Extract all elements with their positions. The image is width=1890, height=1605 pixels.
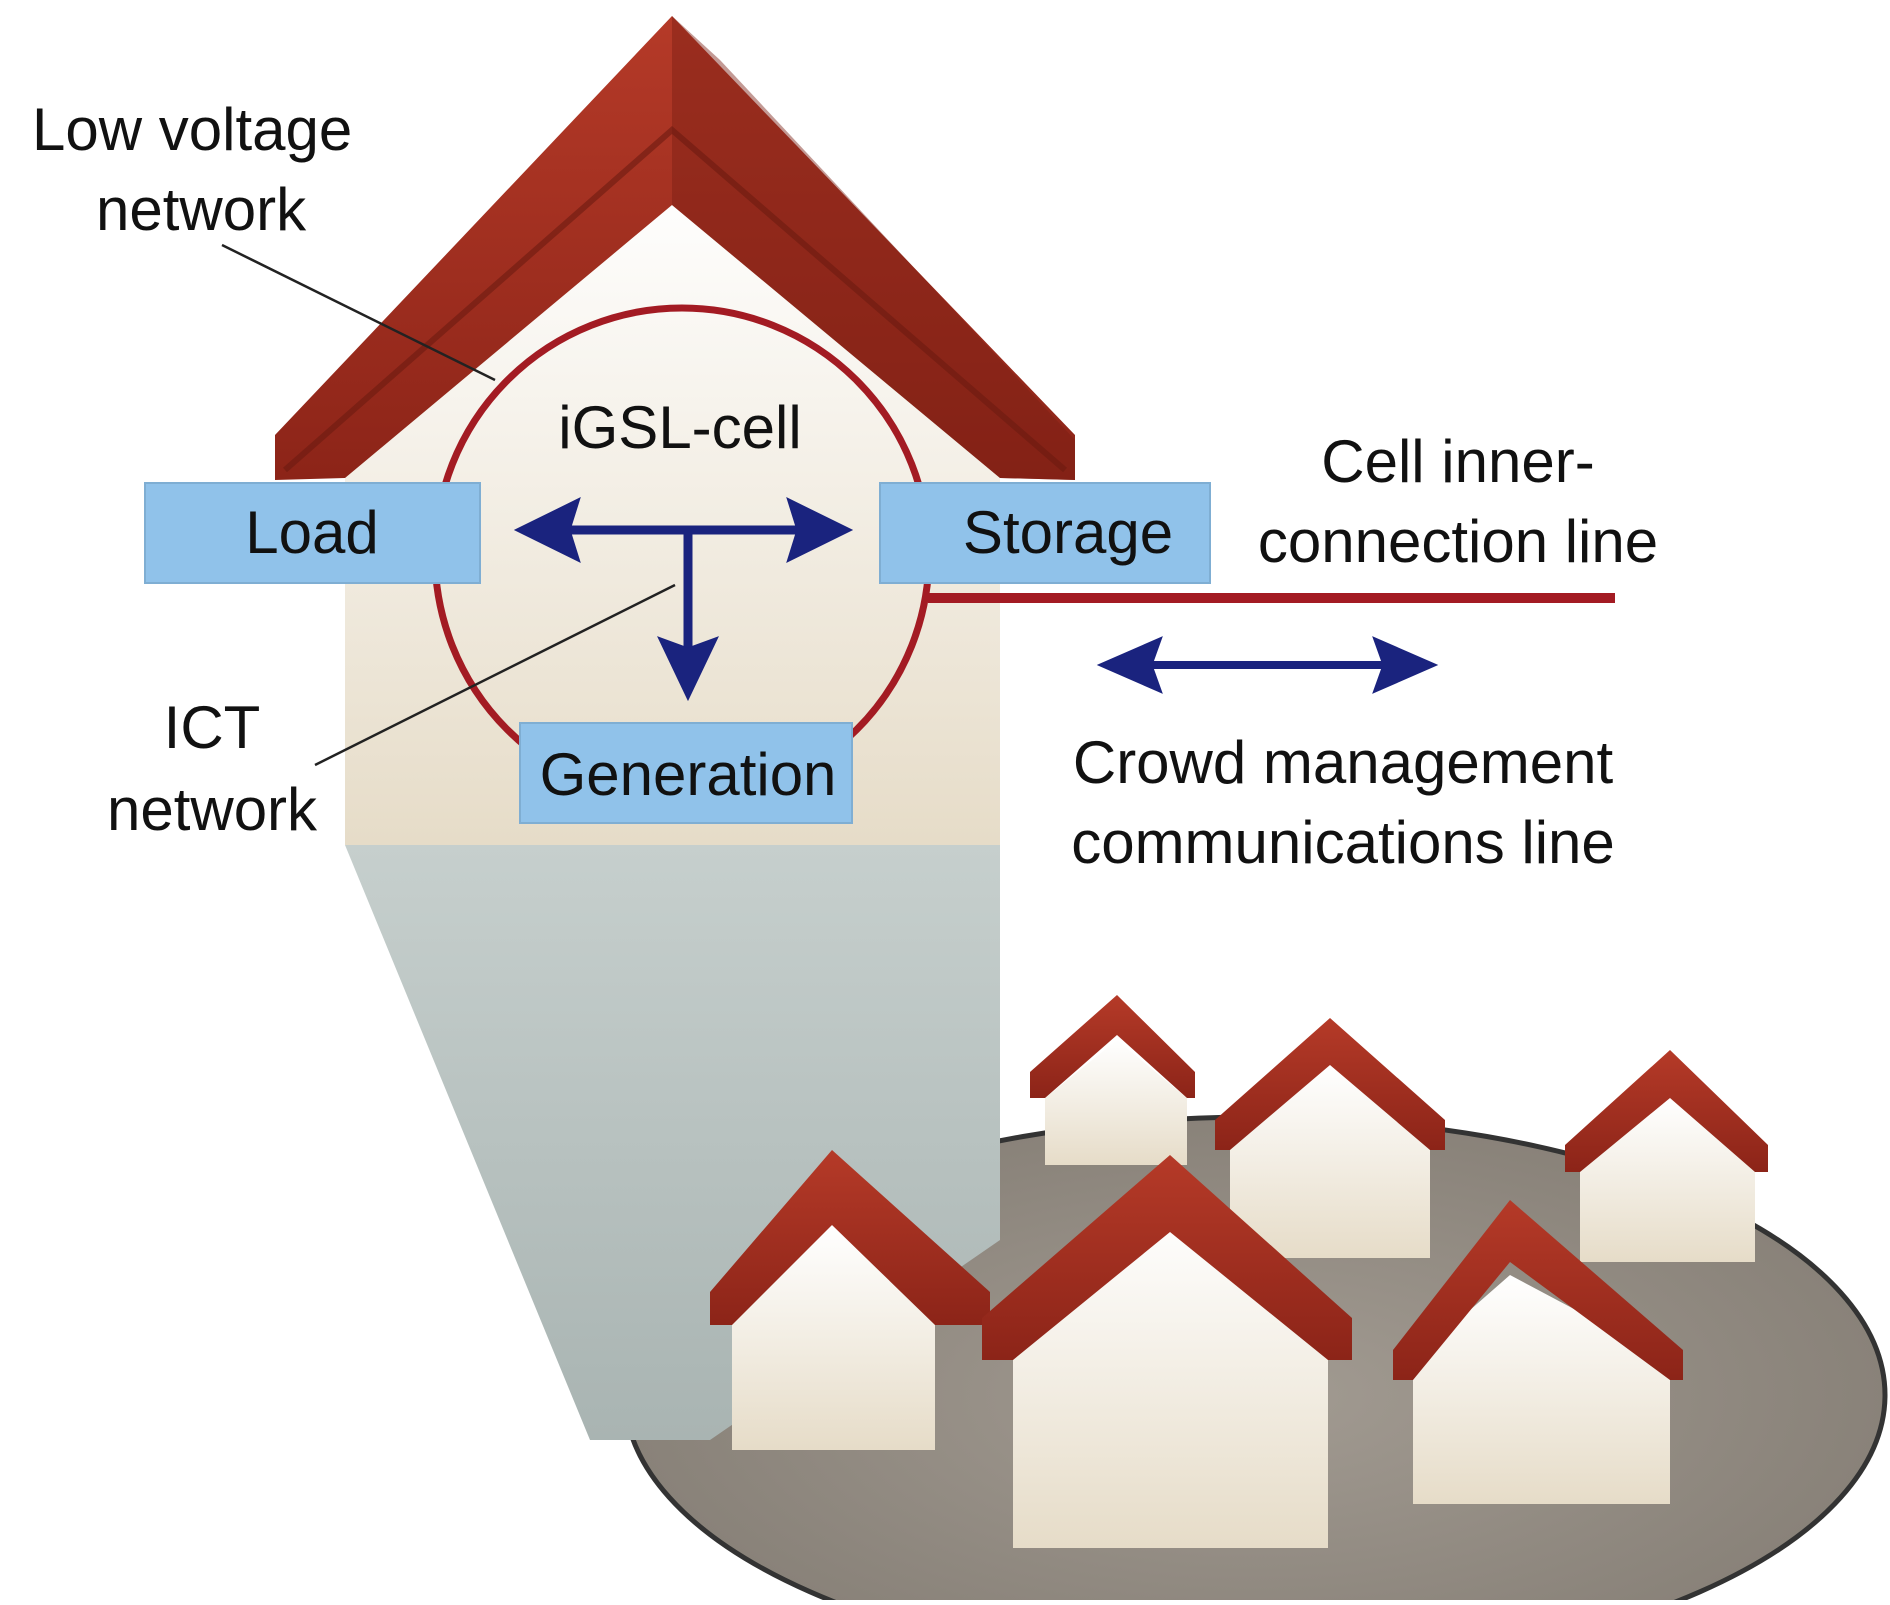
ict-label-line1: ICT	[164, 694, 261, 761]
crowd-label-line1: Crowd management	[1073, 729, 1614, 796]
small-house	[1215, 1018, 1445, 1258]
ict-arrows	[513, 497, 854, 702]
storage-label: Storage	[963, 499, 1173, 566]
ict-leader-line	[314, 583, 676, 767]
arrow-right-head-icon	[786, 497, 854, 563]
ict-label-line2: network	[107, 776, 318, 843]
small-house	[982, 1155, 1352, 1548]
crowd-arrow-right-head-icon	[1372, 636, 1439, 694]
cell-inner-label-line2: connection line	[1258, 508, 1658, 575]
storage-box	[879, 482, 1211, 584]
igsl-cell-label: iGSL-cell	[558, 394, 801, 461]
small-house	[1565, 1050, 1768, 1262]
main-house-roof	[275, 16, 1075, 480]
cell-inner-label-line1: Cell inner-	[1321, 428, 1594, 495]
crowd-arrow-left-head-icon	[1096, 636, 1163, 694]
low-voltage-label-line1: Low voltage	[32, 96, 352, 163]
small-house	[1393, 1200, 1683, 1504]
small-house	[1030, 995, 1195, 1165]
main-house-wall	[345, 175, 1000, 845]
arrow-down-head-icon	[657, 636, 719, 702]
load-box	[144, 482, 481, 584]
arrow-left-head-icon	[513, 497, 581, 563]
crowd-label-line2: communications line	[1071, 809, 1615, 876]
crowd-communication-arrow	[1096, 636, 1439, 694]
small-house	[710, 1150, 990, 1450]
main-house-roof-shade	[672, 16, 1075, 480]
low-voltage-label-line2: network	[96, 176, 307, 243]
main-house	[275, 16, 1075, 845]
load-label: Load	[245, 499, 378, 566]
generation-box	[519, 722, 853, 824]
low-voltage-leader-line	[221, 243, 496, 382]
generation-label: Generation	[540, 741, 837, 808]
